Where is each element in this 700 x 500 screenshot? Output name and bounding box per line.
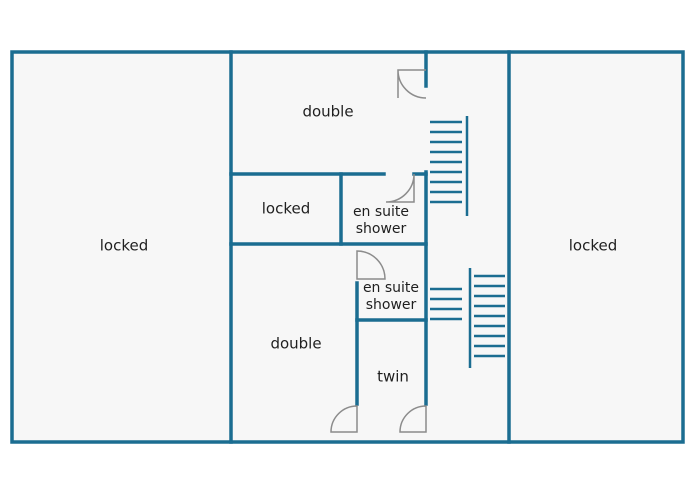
room-label-ensuite-top-line2: shower [356, 221, 407, 237]
room-label-right-locked: locked [569, 237, 618, 255]
room-label-bottom-double: double [270, 335, 321, 353]
door-bottom-double [330, 405, 358, 433]
room-label-ensuite-top-line1: en suite [353, 204, 409, 220]
room-label-top-double: double [302, 103, 353, 121]
door-top-ensuite [385, 173, 415, 203]
room-label-ensuite-bottom-line1: en suite [363, 280, 419, 296]
door-top-double [397, 69, 427, 99]
outer-wall [10, 50, 685, 444]
room-label-twin: twin [377, 368, 409, 386]
door-twin [399, 405, 427, 433]
walls [10, 50, 685, 444]
doors [330, 69, 427, 433]
staircase-upper [430, 116, 469, 216]
staircase-lower [430, 268, 505, 368]
door-bottom-ensuite [356, 250, 386, 280]
room-label-middle-locked: locked [262, 200, 311, 218]
room-label-left-locked: locked [100, 237, 149, 255]
room-label-ensuite-bottom-line2: shower [366, 297, 417, 313]
floor-area [12, 52, 683, 442]
